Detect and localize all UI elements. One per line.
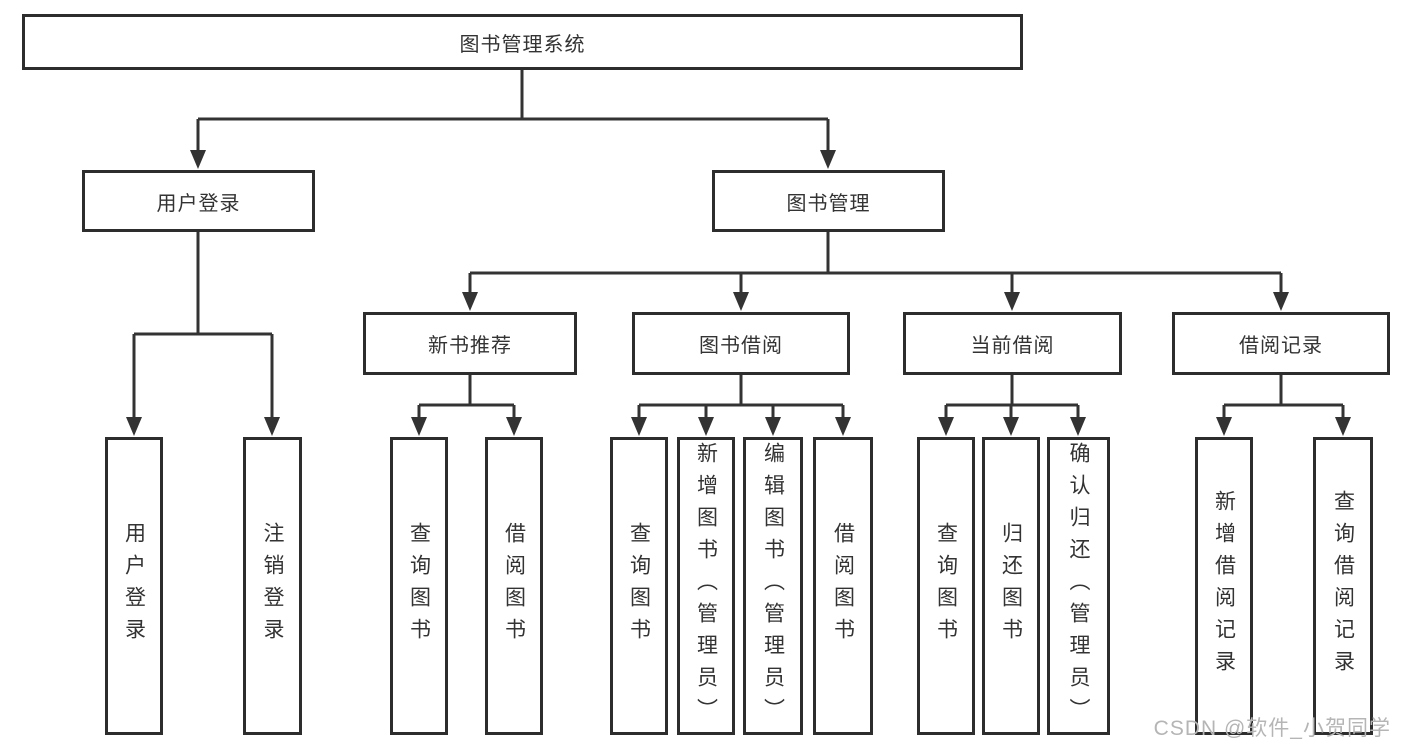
connector-root — [196, 70, 830, 153]
node-book-borrow-label: 图书借阅 — [699, 335, 783, 357]
node-new-book-recommend: 新书推荐 — [363, 312, 577, 375]
leaf-confirm-return-admin-label: 确认归还（管理员） — [1067, 442, 1090, 730]
leaf-query-borrow-record-label: 查询借阅记录 — [1331, 490, 1355, 682]
leaf-add-book-admin-label: 新增图书（管理员） — [694, 442, 718, 730]
leaf-recommend-query-book: 查询图书 — [390, 437, 448, 735]
node-new-book-recommend-label: 新书推荐 — [428, 335, 512, 357]
node-borrow-records: 借阅记录 — [1172, 312, 1390, 375]
connector-current-borrow — [944, 375, 1080, 420]
node-root-label: 图书管理系统 — [459, 33, 586, 56]
leaf-borrow-query-book-label: 查询图书 — [627, 522, 651, 650]
leaf-borrow-book-label: 借阅图书 — [831, 522, 855, 650]
leaf-recommend-borrow-book-label: 借阅图书 — [502, 522, 526, 650]
node-borrow-records-label: 借阅记录 — [1239, 335, 1323, 357]
connector-user-login — [132, 232, 274, 420]
leaf-recommend-borrow-book: 借阅图书 — [485, 437, 543, 735]
csdn-watermark: CSDN @软件_小贺同学 — [1153, 717, 1391, 740]
node-current-borrow: 当前借阅 — [903, 312, 1122, 375]
leaf-return-book: 归还图书 — [982, 437, 1040, 735]
leaf-logout: 注销登录 — [243, 437, 302, 735]
node-current-borrow-label: 当前借阅 — [970, 335, 1055, 357]
node-book-borrow: 图书借阅 — [632, 312, 850, 375]
leaf-logout-label: 注销登录 — [261, 522, 284, 650]
connector-borrow-records — [1222, 375, 1345, 420]
node-user-login-label: 用户登录 — [156, 192, 241, 215]
leaf-edit-book-admin: 编辑图书（管理员） — [743, 437, 803, 735]
arrowhead-icons — [126, 150, 1351, 436]
leaf-add-borrow-record-label: 新增借阅记录 — [1212, 490, 1236, 682]
leaf-borrow-query-book: 查询图书 — [610, 437, 668, 735]
leaf-add-book-admin: 新增图书（管理员） — [677, 437, 735, 735]
leaf-user-login-label: 用户登录 — [122, 522, 146, 650]
leaf-confirm-return-admin: 确认归还（管理员） — [1047, 437, 1110, 735]
connector-new-book-recommend — [417, 375, 516, 420]
connector-book-management — [468, 232, 1283, 296]
node-user-login: 用户登录 — [82, 170, 315, 232]
leaf-current-query-book-label: 查询图书 — [934, 522, 958, 650]
leaf-edit-book-admin-label: 编辑图书（管理员） — [761, 442, 785, 730]
node-root: 图书管理系统 — [22, 14, 1023, 70]
leaf-user-login: 用户登录 — [105, 437, 163, 735]
node-book-management-label: 图书管理 — [786, 192, 871, 215]
node-book-management: 图书管理 — [712, 170, 945, 232]
leaf-return-book-label: 归还图书 — [999, 522, 1023, 650]
connector-book-borrow — [637, 375, 845, 420]
leaf-recommend-query-book-label: 查询图书 — [407, 522, 431, 650]
leaf-query-borrow-record: 查询借阅记录 — [1313, 437, 1373, 735]
leaf-add-borrow-record: 新增借阅记录 — [1195, 437, 1253, 735]
leaf-current-query-book: 查询图书 — [917, 437, 975, 735]
leaf-borrow-book: 借阅图书 — [813, 437, 873, 735]
